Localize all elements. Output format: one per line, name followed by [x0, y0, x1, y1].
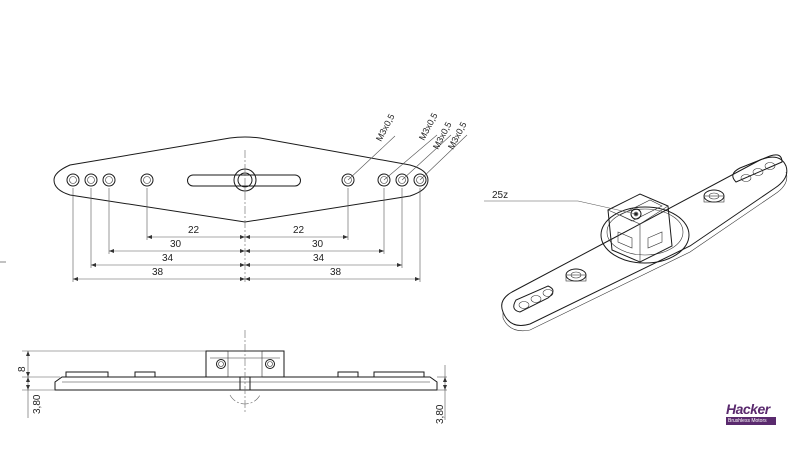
dim-22-left: 22 [188, 225, 200, 236]
dim-38-left: 38 [152, 267, 164, 278]
spline-callout: 25z [492, 190, 508, 201]
top-view: 22 22 30 30 34 34 38 38 M3x0,5 M3x0,5 M3… [53, 111, 469, 282]
dim-22-right: 22 [293, 225, 305, 236]
dim-38-right: 38 [330, 267, 342, 278]
hacker-logo: Hacker Brushless Motors [726, 402, 776, 428]
dim-30-left: 30 [170, 239, 182, 250]
right-holes [341, 173, 427, 187]
dim-34-left: 34 [162, 253, 174, 264]
dim-height-380-right: 3,80 [435, 404, 446, 424]
dim-30-right: 30 [312, 239, 324, 250]
servo-arm-outline [53, 136, 429, 223]
dim-34-right: 34 [313, 253, 325, 264]
brand-tagline: Brushless Motors [726, 417, 776, 425]
brand-name: Hacker [726, 401, 770, 417]
thread-callout-1: M3x0,5 [374, 112, 397, 143]
isometric-view: 25z [484, 154, 788, 332]
dim-height-8: 8 [17, 366, 28, 372]
center-slot [187, 174, 301, 187]
center-hub-inner [237, 172, 253, 188]
dim-height-380-left: 3,80 [32, 394, 43, 414]
iso-arm-outline [501, 156, 788, 326]
left-holes [66, 173, 154, 187]
side-view: 8 3,80 3,80 [0, 261, 447, 424]
